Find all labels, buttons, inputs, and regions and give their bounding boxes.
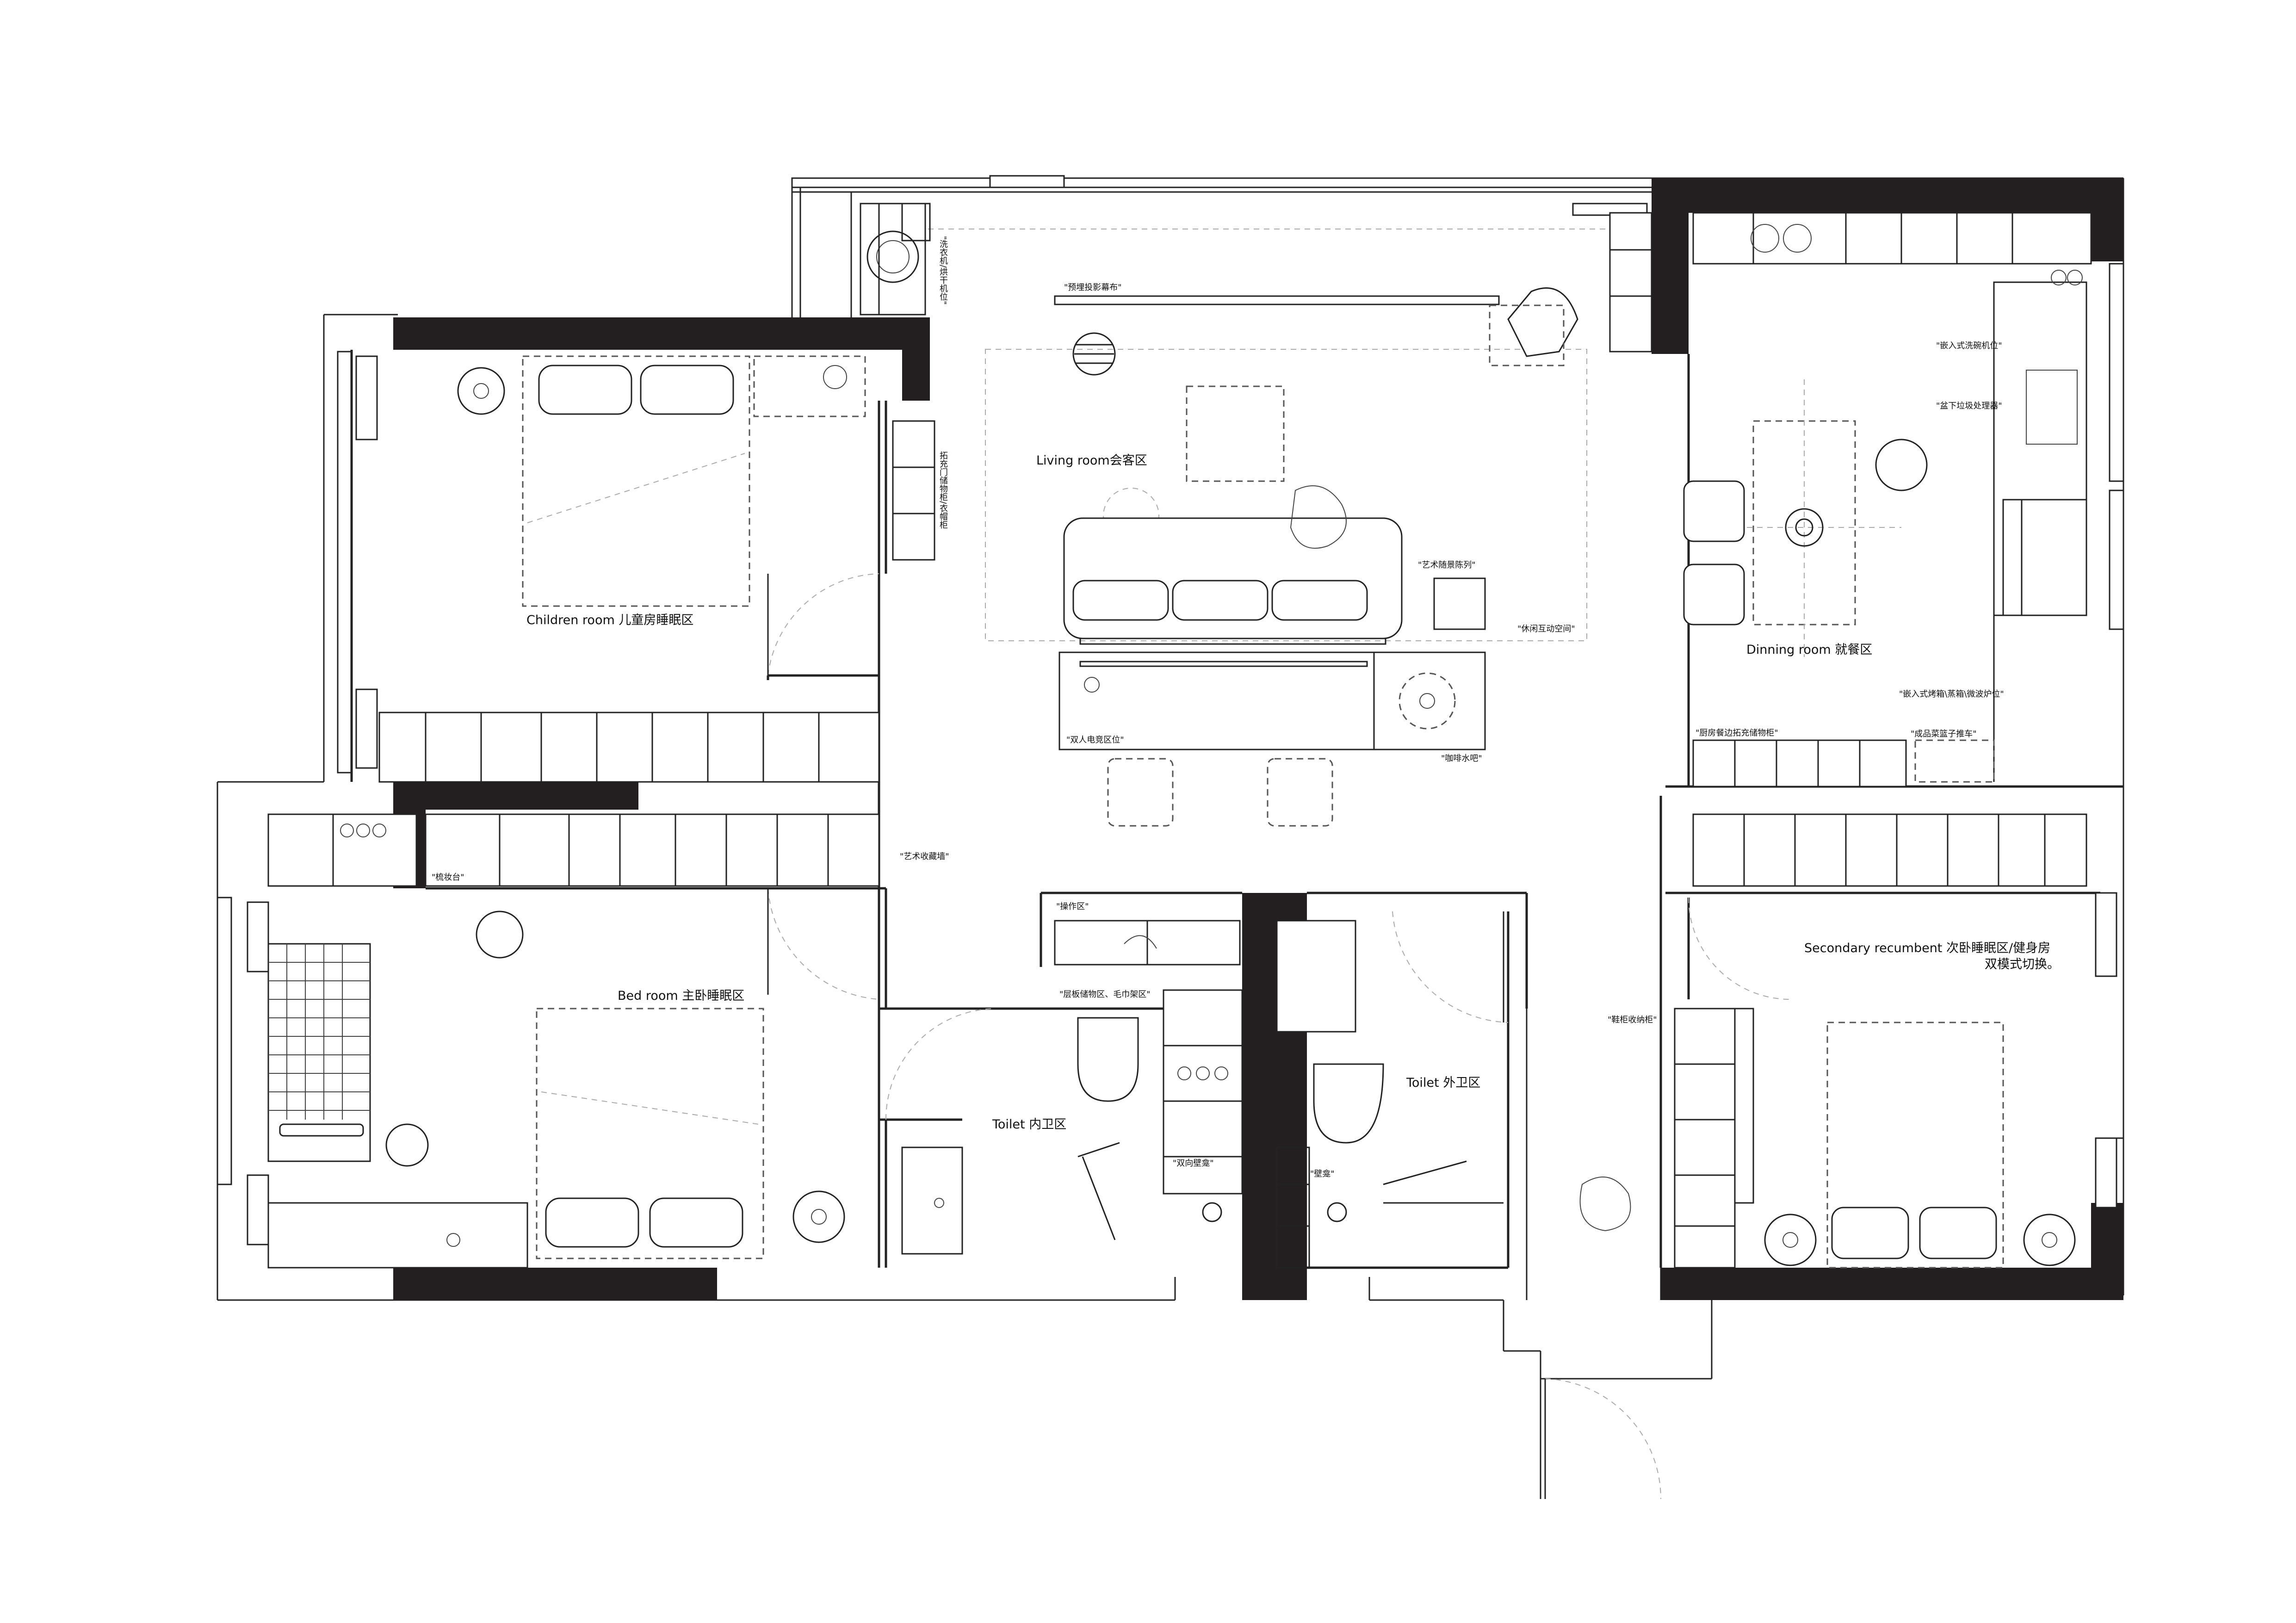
note-leisure: "休闲互动空间" bbox=[1517, 624, 1575, 634]
note-niche-double: "双向壁龛" bbox=[1173, 1158, 1214, 1168]
room-label-living: Living room会客区 bbox=[1036, 453, 1147, 468]
note-dishwasher: "嵌入式洗碗机位" bbox=[1936, 341, 2002, 351]
dining-kitchen bbox=[1609, 212, 2092, 787]
room-label-toilet-inner: Toilet 内卫区 bbox=[992, 1117, 1067, 1132]
room-label-bedroom: Bed room 主卧睡眠区 bbox=[618, 989, 745, 1003]
room-label-secondary: Secondary recumbent 次卧睡眠区/健身房 bbox=[1804, 941, 2051, 955]
room-label-secondary-mode: 双模式切换。 bbox=[1985, 957, 2060, 972]
note-oven: "嵌入式烤箱\蒸箱\微波炉位" bbox=[1899, 689, 2004, 699]
note-garbage: "盆下垃圾处理器" bbox=[1936, 401, 2002, 411]
note-kitchen-storage: "厨房餐边拓充储物柜" bbox=[1696, 728, 1778, 738]
note-shoe-cabinet: "鞋柜收纳柜" bbox=[1608, 1015, 1657, 1025]
note-niche: "壁龛" bbox=[1310, 1169, 1335, 1179]
toilet-outer bbox=[1276, 920, 1504, 1269]
note-operation: "操作区" bbox=[1056, 902, 1089, 911]
note-shelf: "层板储物区、毛巾架区" bbox=[1059, 990, 1151, 999]
note-dresser: "梳妆台" bbox=[432, 873, 464, 882]
note-washer: "洗衣机/烘干机位" bbox=[938, 236, 948, 305]
laundry-area bbox=[860, 203, 931, 316]
note-coffee: "咖啡水吧" bbox=[1441, 754, 1482, 763]
room-label-toilet-outer: Toilet 外卫区 bbox=[1406, 1076, 1481, 1090]
doors bbox=[767, 573, 1791, 1499]
note-expand-storage: 拓充门储物柜/衣帽柜 bbox=[938, 451, 948, 529]
room-label-dining: Dinning room 就餐区 bbox=[1746, 643, 1873, 657]
note-art-wall: "艺术收藏墙" bbox=[900, 852, 949, 861]
entry-corridor bbox=[1124, 935, 1662, 1300]
master-bedroom bbox=[267, 813, 880, 1269]
living-room bbox=[897, 229, 1647, 827]
toilet-inner bbox=[901, 920, 1243, 1255]
note-esports: "双人电竞区位" bbox=[1066, 735, 1124, 745]
children-room bbox=[378, 355, 935, 783]
secondary-bedroom bbox=[1674, 813, 2087, 1269]
note-art-display: "艺术随景陈列" bbox=[1418, 560, 1476, 570]
note-projection: "预埋投影幕布" bbox=[1064, 283, 1122, 292]
room-label-children: Children room 儿童房睡眠区 bbox=[526, 613, 694, 627]
note-trolley: "成品菜篮子推车" bbox=[1911, 729, 1977, 739]
